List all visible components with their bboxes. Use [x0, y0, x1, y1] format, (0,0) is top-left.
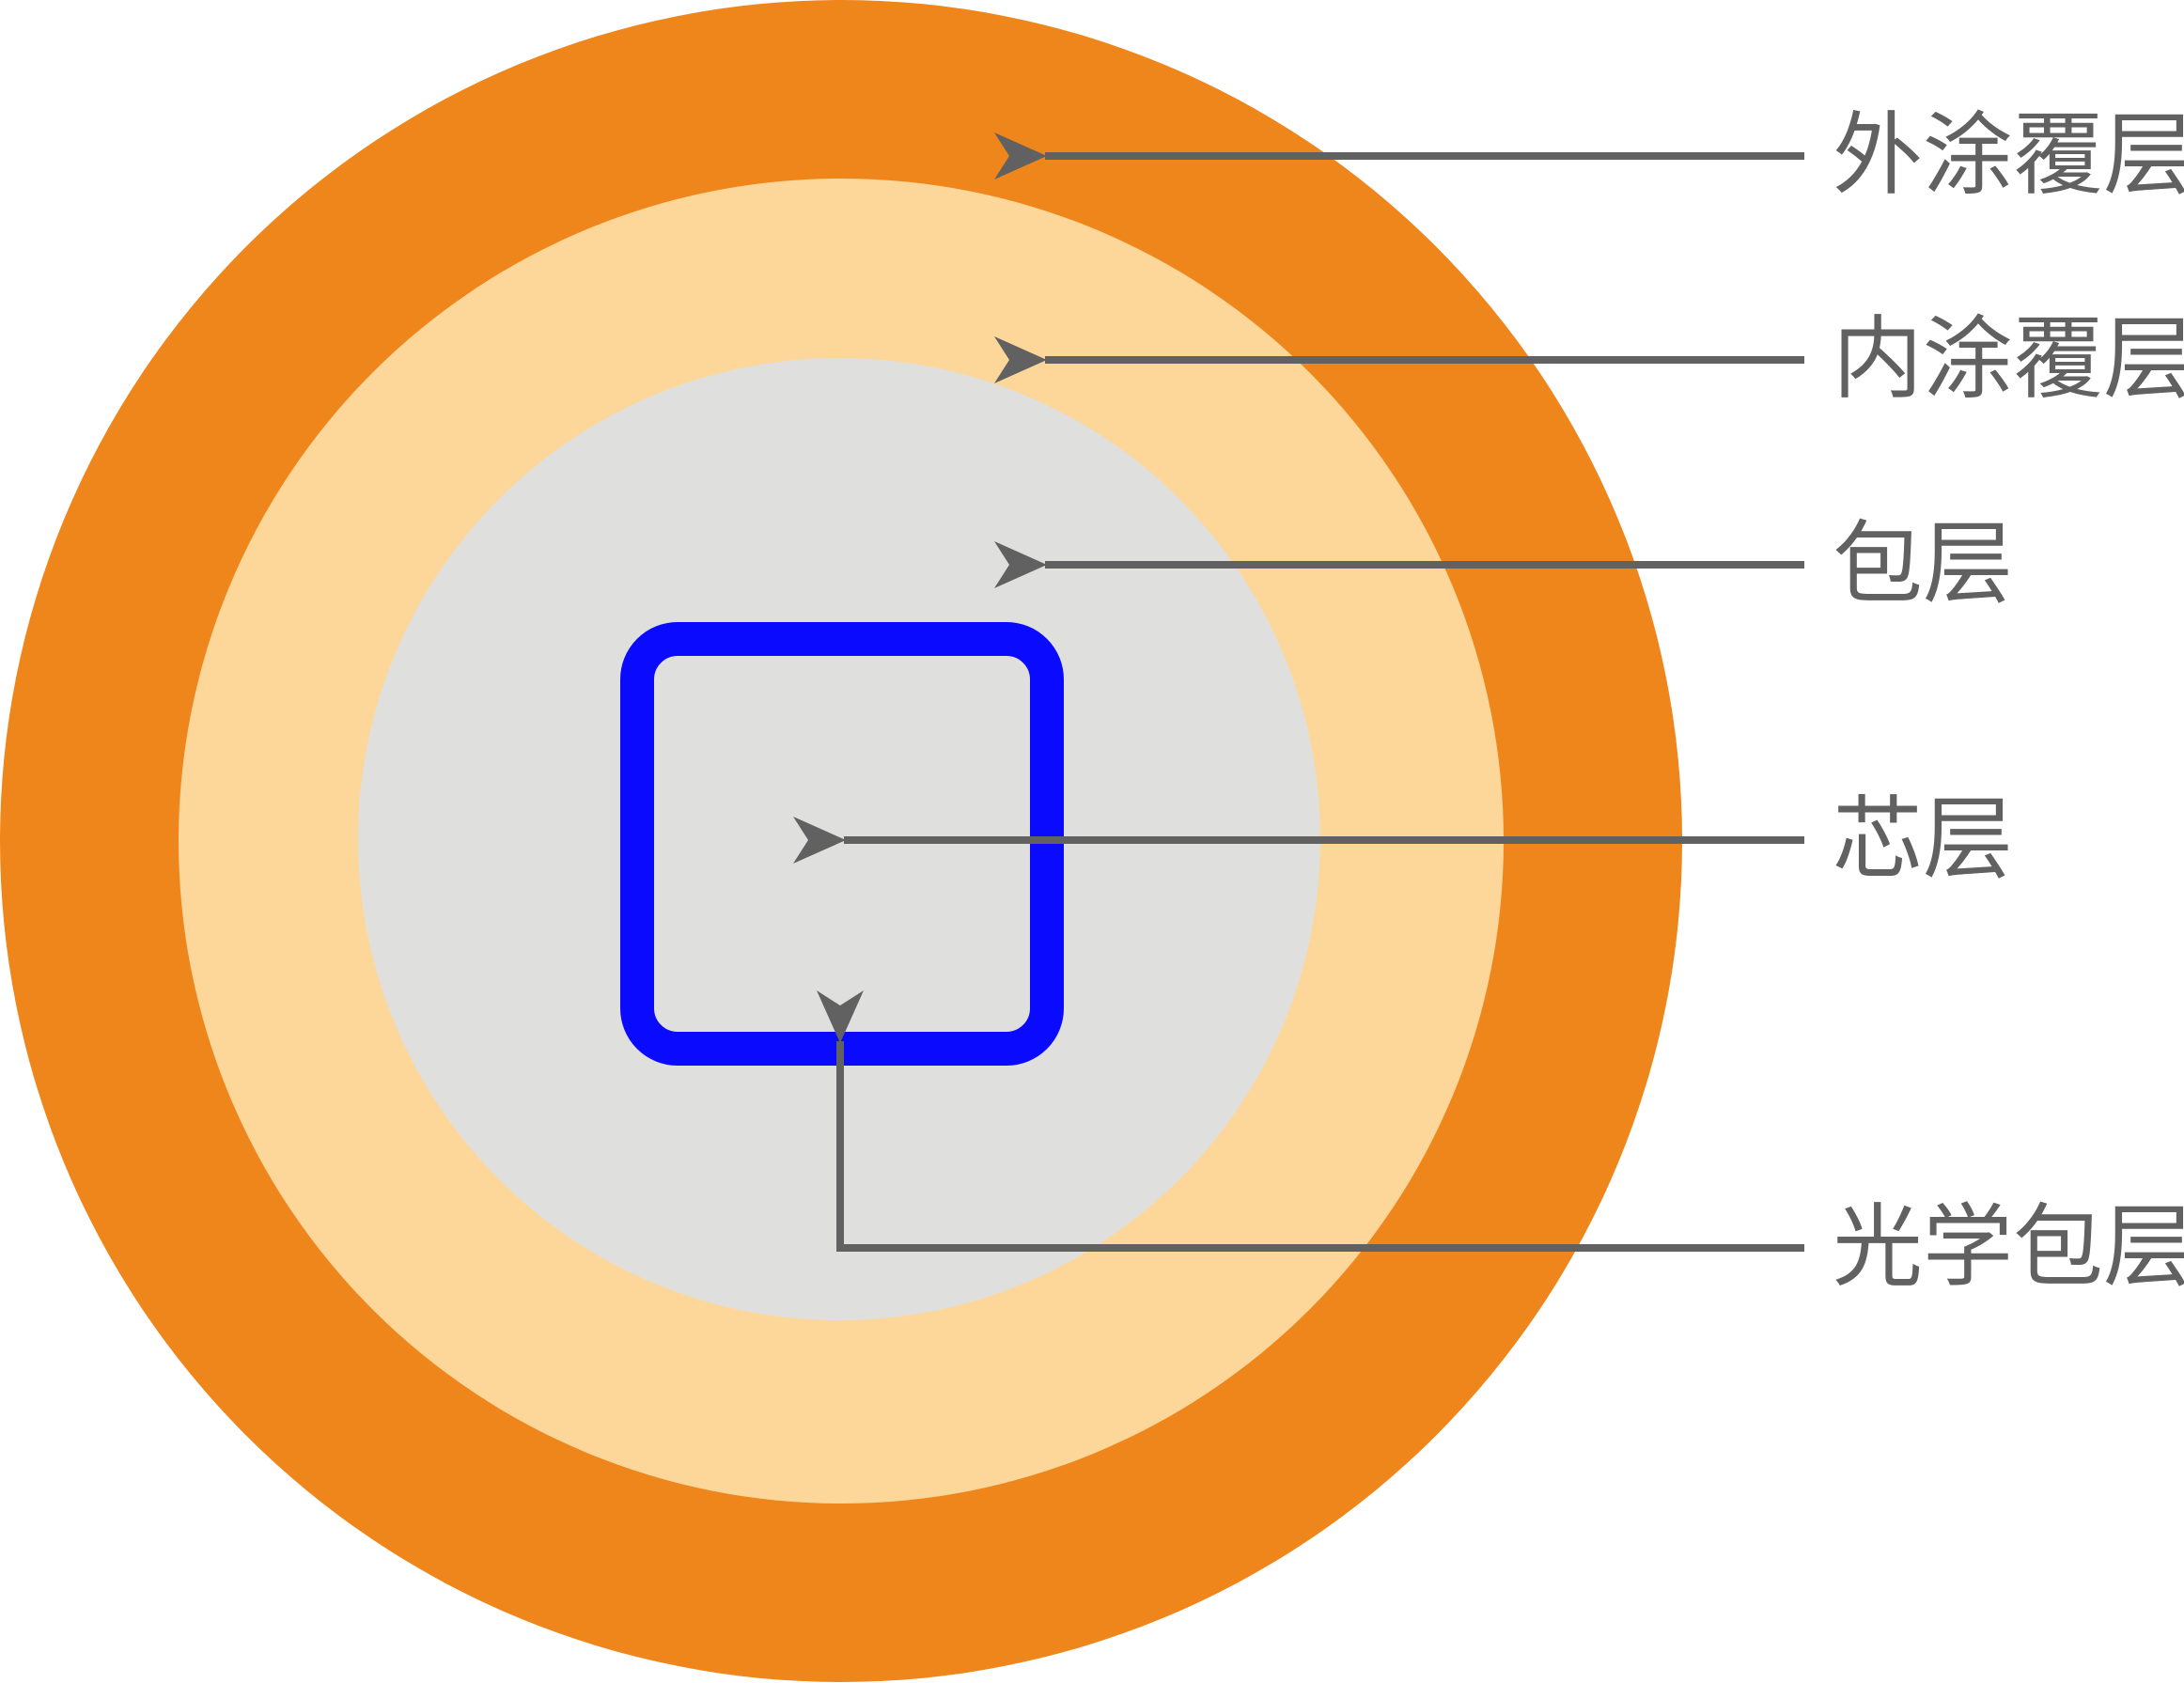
cladding-label: 包层	[1833, 511, 2013, 616]
optical-cladding-label: 光学包层	[1833, 1194, 2184, 1300]
inner-coating-label: 内涂覆层	[1833, 306, 2184, 412]
optical-cladding-arrow	[817, 990, 1804, 1252]
core-label: 芯层	[1833, 787, 2013, 892]
outer-coating-label: 外涂覆层	[1833, 102, 2184, 208]
